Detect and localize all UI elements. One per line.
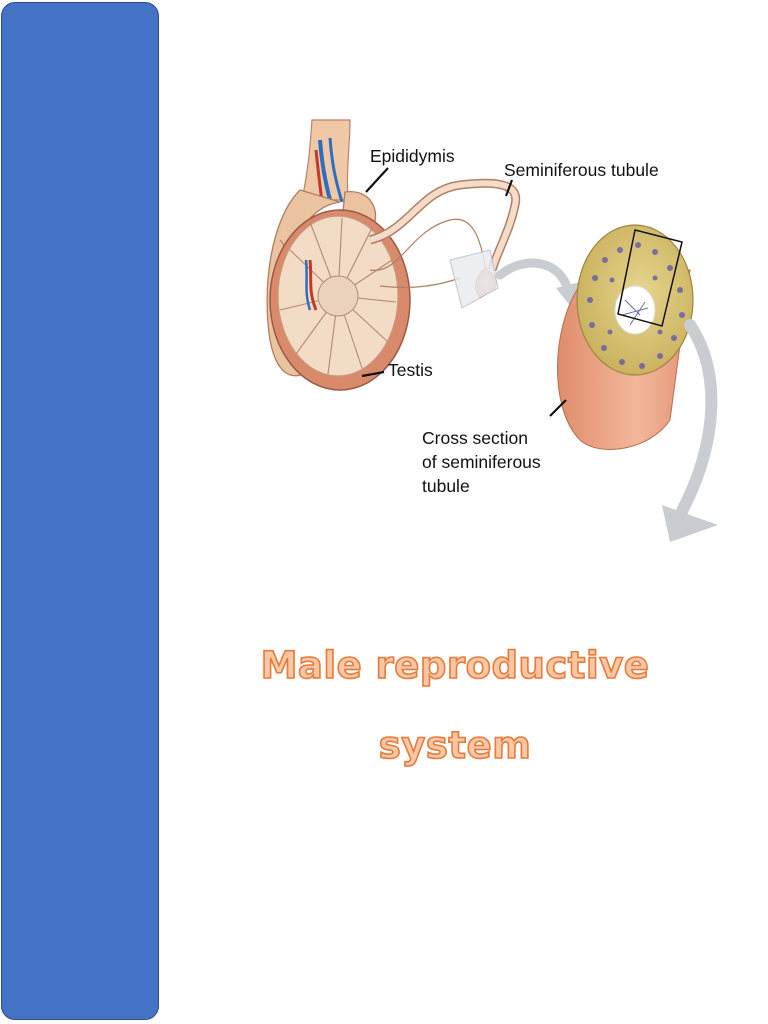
arrow-downward-head	[662, 505, 718, 542]
label-seminiferous-tubule: Seminiferous tubule	[504, 160, 659, 180]
label-cross-section-1: Cross section	[422, 428, 528, 448]
leader-lines	[361, 167, 567, 417]
cover-title-line-1: Male reproductive	[260, 643, 650, 688]
label-cross-section-2: of seminiferous	[422, 452, 541, 472]
arrow-downward	[674, 319, 718, 521]
side-color-bar	[1, 2, 159, 1020]
cross-section-cylinder	[557, 224, 694, 451]
cover-title-line-2: system	[378, 723, 532, 768]
label-cross-section-3: tubule	[422, 476, 470, 496]
magnification-box	[617, 229, 683, 327]
tubule-loop	[368, 178, 521, 309]
arrow-to-cross-section	[495, 258, 573, 295]
label-testis: Testis	[388, 360, 433, 380]
anatomy-diagram: Epididymis Seminiferous tubule Testis Cr…	[266, 119, 718, 542]
testis-shape	[269, 209, 411, 391]
label-epididymis: Epididymis	[370, 146, 455, 166]
spermatic-cord	[301, 119, 351, 203]
testis-illustration: Epididymis Seminiferous tubule Testis Cr…	[250, 110, 730, 550]
